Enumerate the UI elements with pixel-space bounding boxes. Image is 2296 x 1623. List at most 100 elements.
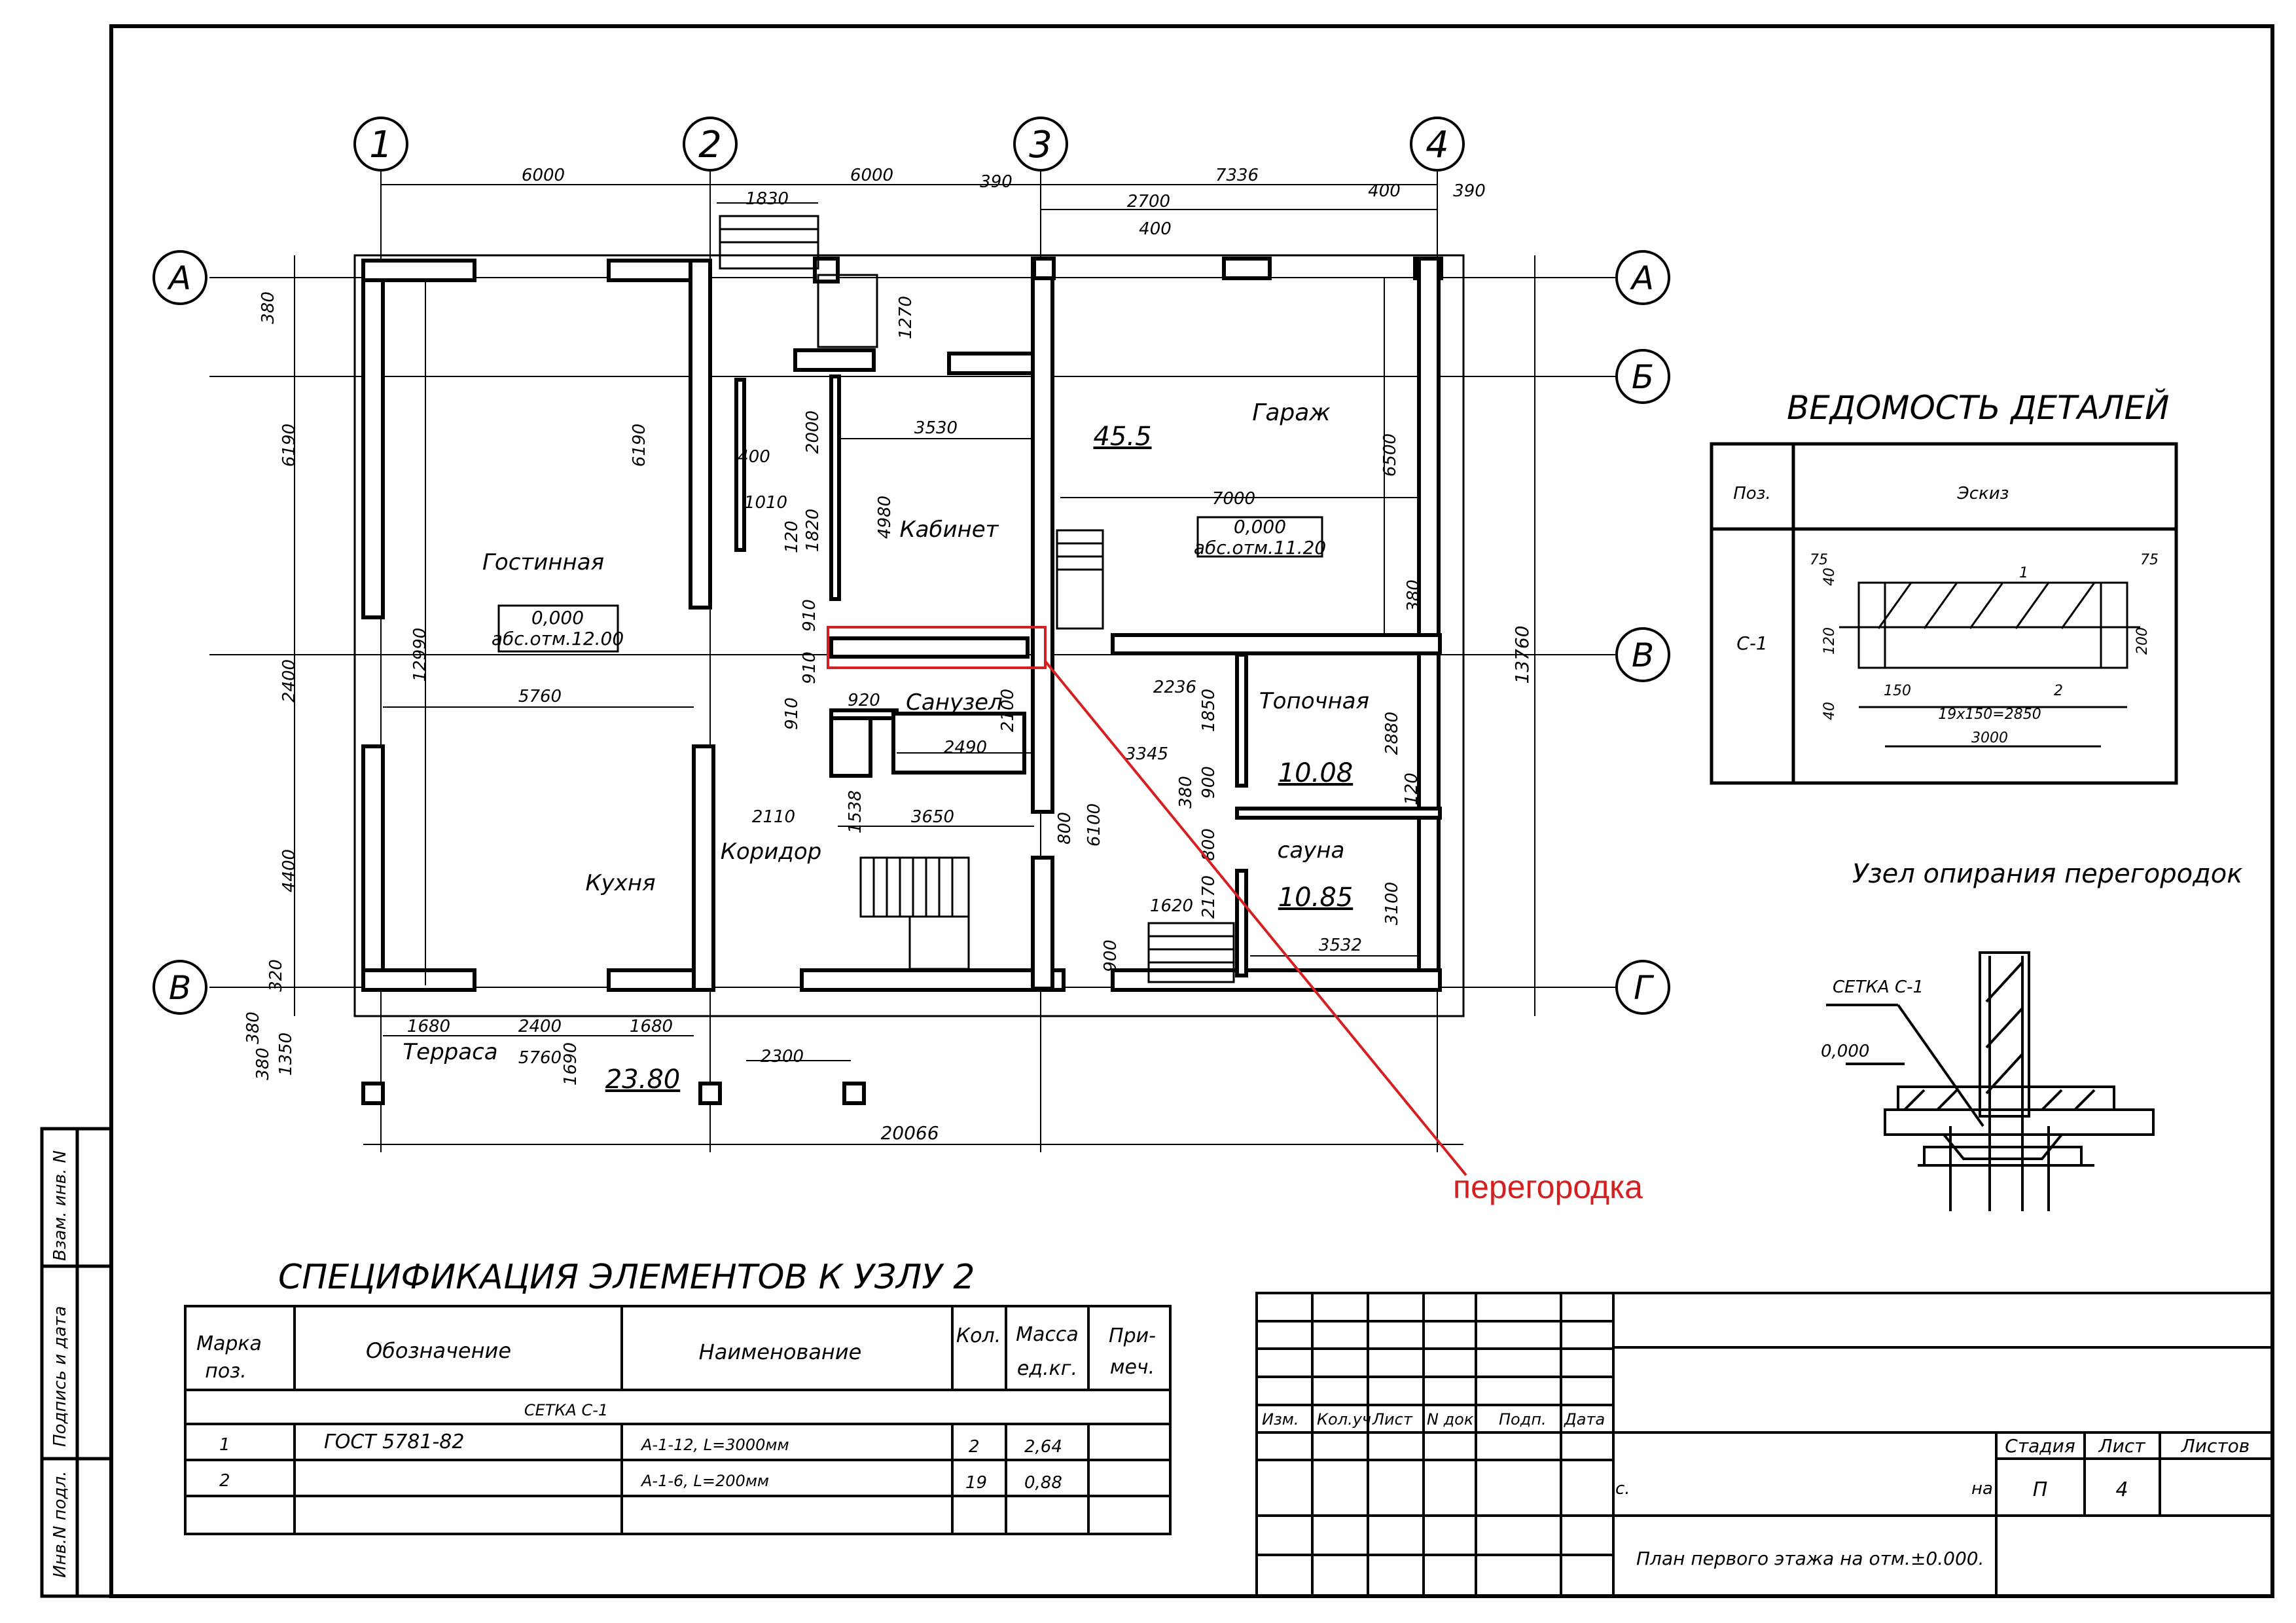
svg-text:3100: 3100 <box>1382 882 1402 925</box>
svg-text:390: 390 <box>980 172 1013 192</box>
svg-text:1350: 1350 <box>276 1032 296 1076</box>
axis-label-3: 3 <box>1029 124 1052 166</box>
svg-text:2490: 2490 <box>944 738 987 757</box>
partition-highlight <box>827 626 1047 669</box>
room-terrace: Терраса <box>403 1039 497 1065</box>
svg-text:1: 1 <box>2019 565 2028 581</box>
svg-text:2400: 2400 <box>279 659 299 702</box>
svg-text:380: 380 <box>1176 776 1196 809</box>
side-stamp <box>40 1127 113 1598</box>
svg-text:2300: 2300 <box>761 1047 804 1067</box>
svg-text:150: 150 <box>1884 683 1911 699</box>
spec-table <box>184 1305 1172 1535</box>
svg-text:3532: 3532 <box>1319 936 1362 955</box>
svg-text:7000: 7000 <box>1212 489 1255 509</box>
svg-text:1010: 1010 <box>744 493 787 513</box>
tb-sheet-label: Лист <box>2098 1435 2146 1457</box>
svg-text:3345: 3345 <box>1125 744 1168 764</box>
room-bathroom: Санузел <box>906 689 1003 716</box>
svg-text:13760: 13760 <box>1511 625 1533 684</box>
spec-header-name: Наименование <box>699 1340 862 1364</box>
svg-text:910: 910 <box>782 697 802 730</box>
svg-text:400: 400 <box>738 447 770 467</box>
side-stamp-inv: Инв.N подл. <box>50 1470 70 1578</box>
axis-label-right-a: А <box>1630 259 1654 297</box>
svg-text:1820: 1820 <box>803 509 823 552</box>
spec-header-qty: Кол. <box>956 1324 1001 1347</box>
tb-stage: П <box>2033 1478 2048 1501</box>
svg-text:2400: 2400 <box>518 1017 562 1036</box>
svg-text:900: 900 <box>1101 939 1121 972</box>
svg-text:120: 120 <box>1821 627 1838 655</box>
svg-text:75: 75 <box>2140 552 2159 568</box>
axis-label-right-b: Б <box>1632 358 1654 396</box>
svg-text:800: 800 <box>1199 828 1219 861</box>
spec-row-2-mark: 2 <box>219 1471 230 1491</box>
axis-label-right-g: Г <box>1634 969 1655 1007</box>
svg-text:12990: 12990 <box>410 628 430 682</box>
details-col-pos: Поз. <box>1733 484 1771 503</box>
tb-col-ndok: N док. <box>1427 1410 1479 1429</box>
axis-markers <box>152 117 1670 1015</box>
svg-text:2700: 2700 <box>1127 192 1170 211</box>
svg-text:3530: 3530 <box>914 418 958 438</box>
annotation-leader <box>1044 660 1467 1176</box>
spec-row-1-qty: 2 <box>969 1437 980 1457</box>
svg-text:400: 400 <box>1139 219 1172 239</box>
room-kitchen: Кухня <box>585 870 655 896</box>
node-sketch <box>1826 951 2155 1211</box>
tb-stage-label: Стадия <box>2005 1435 2075 1457</box>
level-garage-value: 0,000 <box>1234 516 1286 538</box>
svg-text:1830: 1830 <box>745 189 789 209</box>
svg-text:2000: 2000 <box>803 410 823 454</box>
spec-header-note-2: меч. <box>1110 1356 1155 1379</box>
svg-text:20066: 20066 <box>880 1122 939 1144</box>
spec-row-1-mass: 2,64 <box>1024 1437 1062 1457</box>
tb-c-mark: с. <box>1615 1479 1630 1499</box>
room-office: Кабинет <box>900 517 999 543</box>
building-outline <box>353 254 1465 1017</box>
svg-text:6100: 6100 <box>1085 803 1104 847</box>
spec-row-1-name: А-1-12, L=3000мм <box>640 1436 789 1454</box>
svg-text:120: 120 <box>1402 773 1422 805</box>
area-garage: 45.5 <box>1093 422 1151 452</box>
svg-text:40: 40 <box>1821 568 1838 586</box>
spec-header-note-1: При- <box>1109 1324 1156 1347</box>
svg-text:380: 380 <box>259 291 278 324</box>
svg-text:910: 910 <box>800 651 819 684</box>
svg-text:380: 380 <box>243 1012 263 1044</box>
svg-text:390: 390 <box>1453 181 1486 201</box>
spec-header-mark-1: Марка <box>196 1332 262 1355</box>
walls <box>361 257 1443 992</box>
details-col-sketch: Эскиз <box>1957 484 2009 503</box>
svg-text:1538: 1538 <box>846 790 865 833</box>
side-stamp-replace: Взам. инв. N <box>50 1150 70 1261</box>
node-title: Узел опирания перегородок <box>1852 859 2242 889</box>
tb-col-list: Лист <box>1372 1410 1413 1429</box>
svg-text:380: 380 <box>253 1048 273 1080</box>
stairs <box>719 215 1235 983</box>
tb-sheets-label: Листов <box>2181 1435 2250 1457</box>
svg-text:3000: 3000 <box>1971 730 2008 746</box>
svg-text:910: 910 <box>800 599 819 632</box>
spec-group: СЕТКА С-1 <box>524 1401 608 1419</box>
side-stamp-sign: Подпись и дата <box>50 1306 70 1447</box>
level-box-garage <box>1196 516 1323 558</box>
svg-text:400: 400 <box>1368 181 1401 201</box>
svg-text:1850: 1850 <box>1199 689 1219 732</box>
tb-col-koluch: Кол.уч <box>1317 1410 1371 1429</box>
area-terrace: 23.80 <box>605 1065 681 1095</box>
svg-text:1270: 1270 <box>896 296 916 339</box>
room-corridor: Коридор <box>721 839 822 865</box>
svg-text:2170: 2170 <box>1199 875 1219 919</box>
terrace-columns <box>361 1082 866 1105</box>
svg-text:2100: 2100 <box>998 689 1018 732</box>
dimension-values: 6000 6000 390 7336 1830 2700 400 400 390… <box>243 166 1533 1144</box>
room-living: Гостинная <box>482 549 604 575</box>
title-block <box>1255 1292 2274 1597</box>
svg-text:380: 380 <box>1404 579 1424 612</box>
area-boiler: 10.08 <box>1278 758 1354 788</box>
room-garage: Гараж <box>1252 399 1331 426</box>
svg-text:5760: 5760 <box>518 1048 562 1068</box>
